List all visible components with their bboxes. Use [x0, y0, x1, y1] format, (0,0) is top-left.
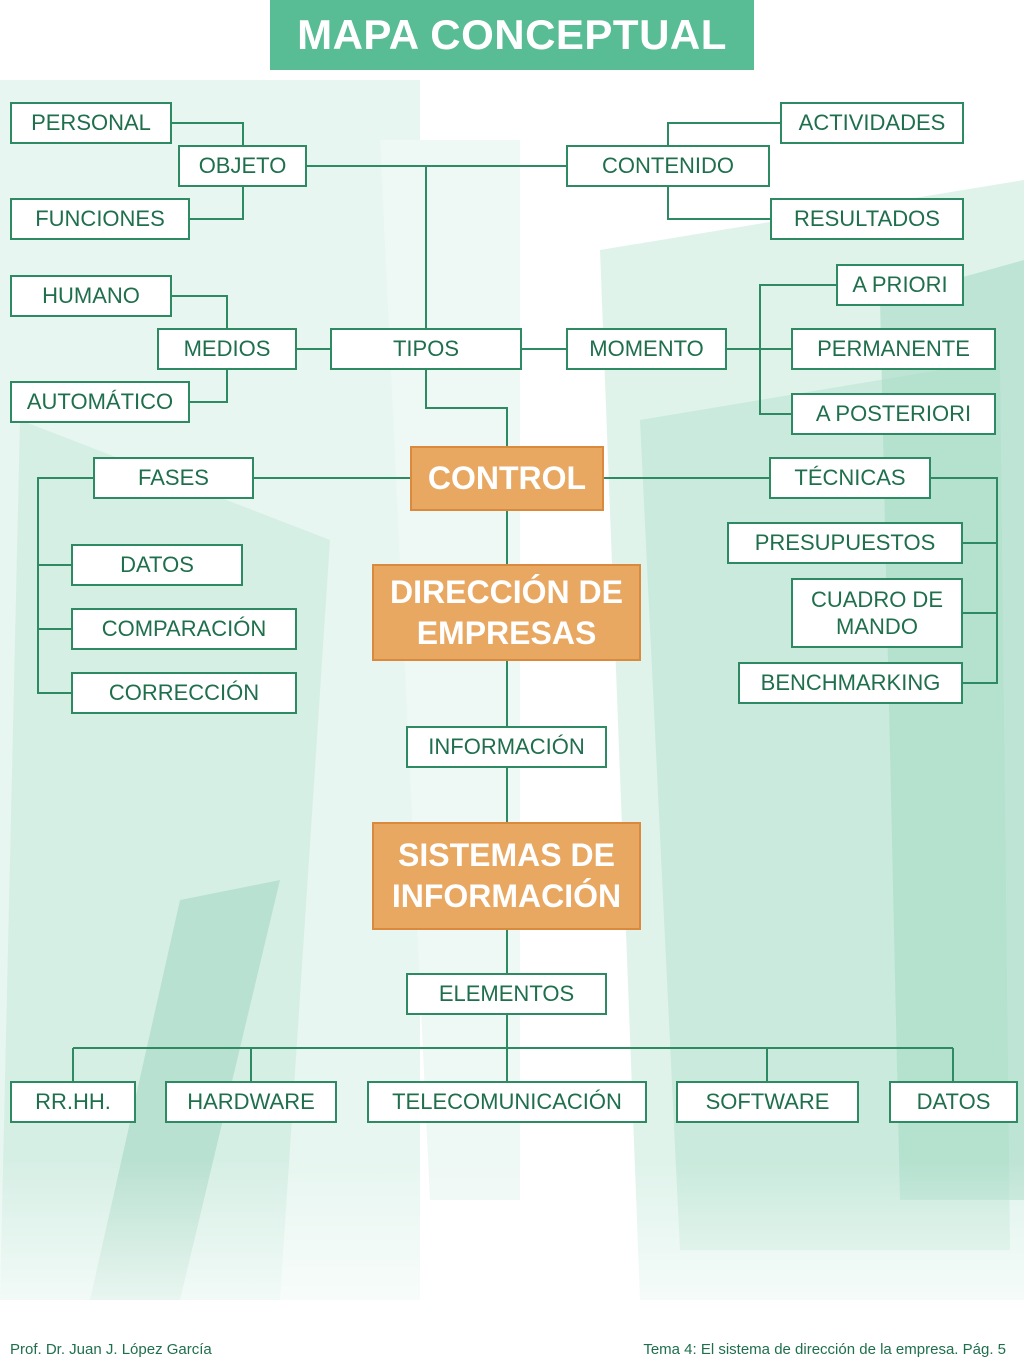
node-presupuestos: PRESUPUESTOS	[727, 522, 963, 564]
node-datos-elemento: DATOS	[889, 1081, 1018, 1123]
node-actividades: ACTIVIDADES	[780, 102, 964, 144]
node-a-posteriori: A POSTERIORI	[791, 393, 996, 435]
node-fases: FASES	[93, 457, 254, 499]
node-control: CONTROL	[410, 446, 604, 511]
node-objeto: OBJETO	[178, 145, 307, 187]
node-direccion-de-empresas: DIRECCIÓN DE EMPRESAS	[372, 564, 641, 661]
node-contenido: CONTENIDO	[566, 145, 770, 187]
node-cuadro-de-mando: CUADRO DE MANDO	[791, 578, 963, 648]
node-software: SOFTWARE	[676, 1081, 859, 1123]
node-telecomunicacion: TELECOMUNICACIÓN	[367, 1081, 647, 1123]
node-permanente: PERMANENTE	[791, 328, 996, 370]
node-funciones: FUNCIONES	[10, 198, 190, 240]
node-automatico: AUTOMÁTICO	[10, 381, 190, 423]
node-correccion: CORRECCIÓN	[71, 672, 297, 714]
node-tecnicas: TÉCNICAS	[769, 457, 931, 499]
node-datos-fase: DATOS	[71, 544, 243, 586]
node-comparacion: COMPARACIÓN	[71, 608, 297, 650]
node-sistemas-de-informacion: SISTEMAS DE INFORMACIÓN	[372, 822, 641, 930]
node-a-priori: A PRIORI	[836, 264, 964, 306]
node-rrhh: RR.HH.	[10, 1081, 136, 1123]
footer-author: Prof. Dr. Juan J. López García	[10, 1341, 212, 1358]
node-medios: MEDIOS	[157, 328, 297, 370]
node-tipos: TIPOS	[330, 328, 522, 370]
node-hardware: HARDWARE	[165, 1081, 337, 1123]
node-benchmarking: BENCHMARKING	[738, 662, 963, 704]
node-resultados: RESULTADOS	[770, 198, 964, 240]
footer-course-page: Tema 4: El sistema de dirección de la em…	[643, 1341, 1006, 1358]
page-title: MAPA CONCEPTUAL	[270, 0, 754, 70]
node-humano: HUMANO	[10, 275, 172, 317]
node-elementos: ELEMENTOS	[406, 973, 607, 1015]
node-personal: PERSONAL	[10, 102, 172, 144]
node-informacion: INFORMACIÓN	[406, 726, 607, 768]
node-momento: MOMENTO	[566, 328, 727, 370]
